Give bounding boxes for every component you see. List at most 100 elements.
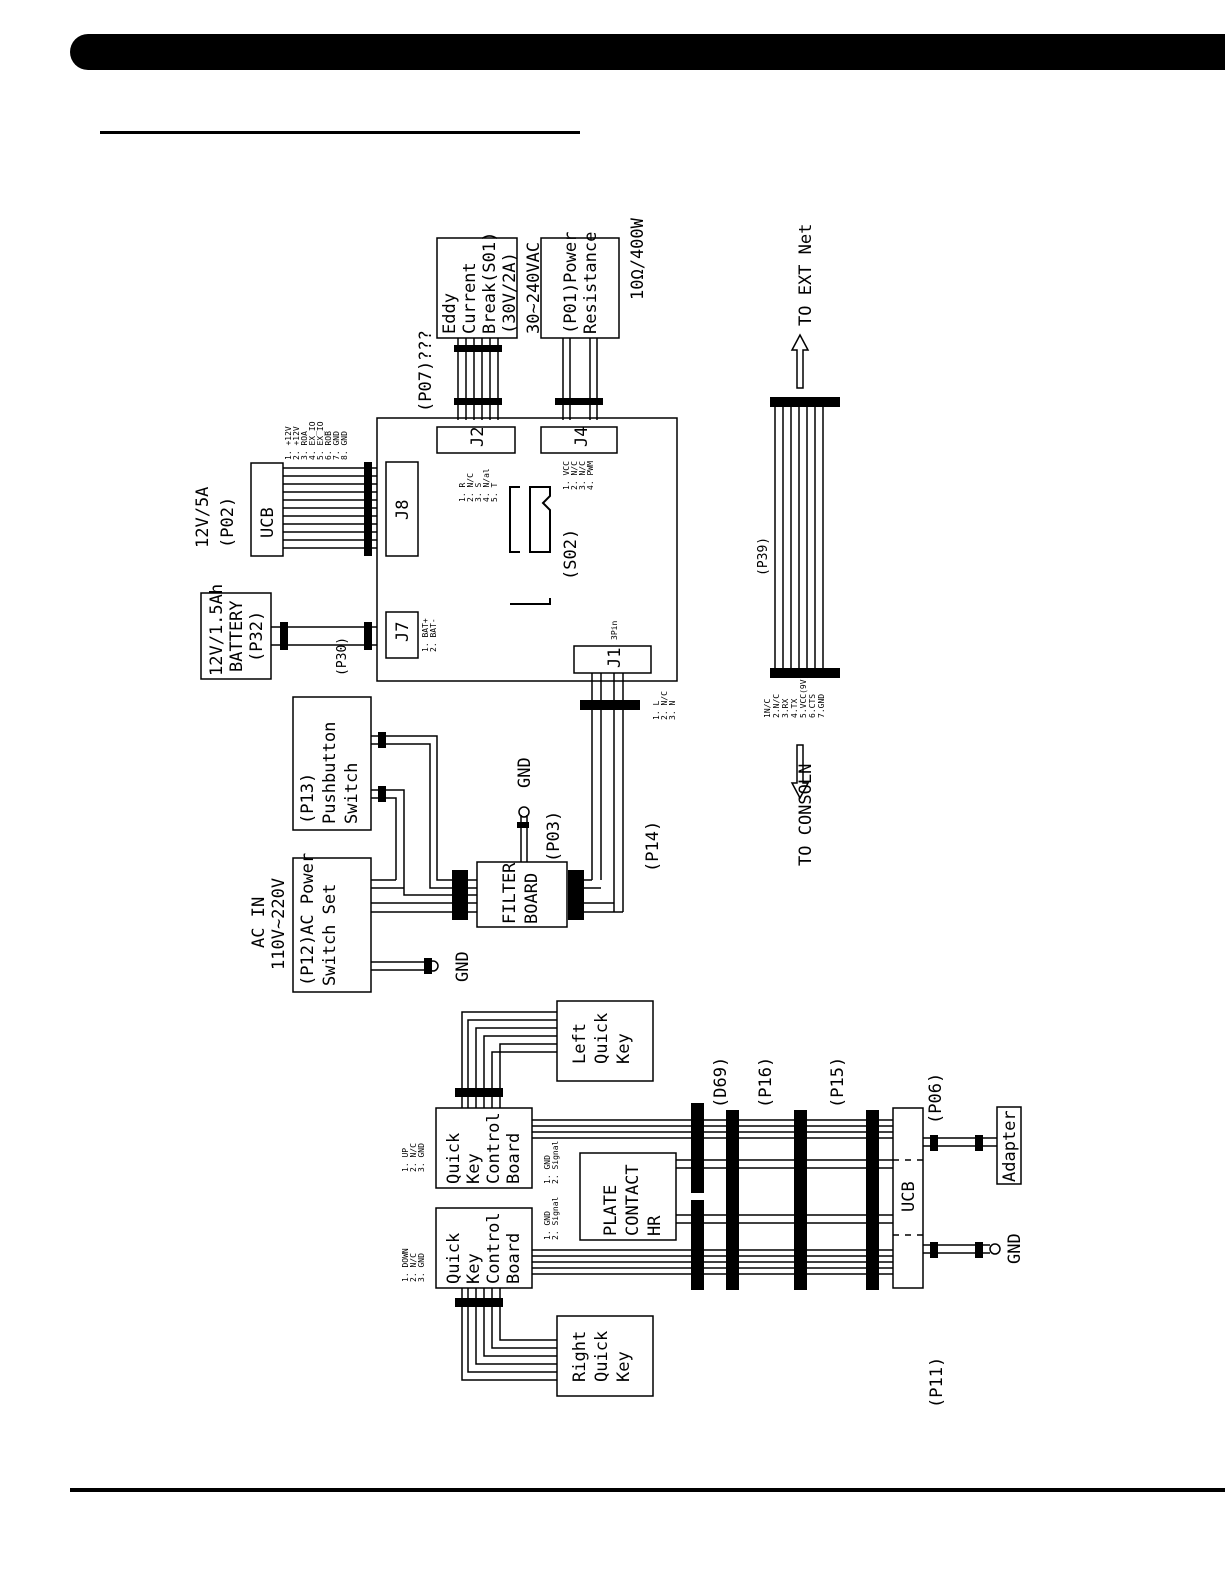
svg-text:Eddy: Eddy bbox=[440, 293, 460, 334]
svg-text:5. EX_IO: 5. EX_IO bbox=[316, 421, 325, 460]
ucb-bottom-box bbox=[892, 1107, 924, 1289]
svg-text:BATTERY: BATTERY bbox=[227, 600, 247, 672]
svg-text:8. GND: 8. GND bbox=[340, 431, 349, 460]
svg-text:Key: Key bbox=[464, 1153, 484, 1184]
svg-text:2. BAT-: 2. BAT- bbox=[429, 618, 438, 652]
right-qk-wires bbox=[461, 1288, 557, 1381]
p03-label: (P03) bbox=[544, 811, 564, 862]
power-resistance-box bbox=[540, 237, 620, 339]
gnd-symbol bbox=[518, 806, 530, 818]
svg-text:7.GND: 7.GND bbox=[817, 694, 826, 718]
p15-label: (P15) bbox=[828, 1057, 848, 1108]
ac-power-switch-box bbox=[292, 857, 372, 993]
gnd-label-filter: GND bbox=[515, 757, 535, 788]
svg-text:Key: Key bbox=[464, 1253, 484, 1284]
ucb-top-spec: 12V/5A bbox=[193, 487, 213, 548]
j2-label: J2 bbox=[468, 427, 488, 447]
plate-contact-box bbox=[579, 1152, 677, 1241]
svg-text:1. +12V: 1. +12V bbox=[284, 426, 293, 460]
filter-board-label: FILTER BOARD bbox=[500, 862, 542, 924]
svg-text:1N/C: 1N/C bbox=[763, 699, 772, 718]
svg-text:2. N/C: 2. N/C bbox=[660, 691, 669, 720]
svg-text:1. VCC: 1. VCC bbox=[562, 461, 571, 490]
ext-net-label: TO EXT Net bbox=[796, 224, 816, 326]
svg-text:Quick: Quick bbox=[444, 1133, 464, 1184]
svg-text:3. N/C: 3. N/C bbox=[578, 461, 587, 490]
plate-contact-label: PLATE CONTACT HR bbox=[601, 1164, 665, 1236]
qkcb-up-label: Quick Key Control Board bbox=[444, 1112, 524, 1184]
lcb-glyph bbox=[509, 486, 551, 605]
battery-label: 12V/1.5Ah BATTERY (P32) bbox=[207, 584, 267, 676]
svg-text:2. N/C: 2. N/C bbox=[409, 1143, 418, 1172]
eddy-label: Eddy Current Break(S01) (30V/2A) bbox=[440, 232, 520, 334]
svg-text:Quick: Quick bbox=[444, 1233, 464, 1284]
j4-connector bbox=[540, 426, 618, 454]
svg-text:(P32): (P32) bbox=[247, 611, 267, 662]
j1-note: 3Pin bbox=[610, 621, 619, 640]
svg-text:Current: Current bbox=[460, 262, 480, 334]
j1-pins: 1. L 2. N/C 3. N bbox=[652, 691, 677, 720]
svg-text:2. N/C: 2. N/C bbox=[570, 461, 579, 490]
left-qk-wires bbox=[461, 1011, 557, 1108]
svg-text:1. BAT+: 1. BAT+ bbox=[421, 618, 430, 652]
p30-label: (P30) bbox=[335, 637, 350, 676]
svg-text:2. N/C: 2. N/C bbox=[409, 1253, 418, 1282]
svg-text:1. UP: 1. UP bbox=[401, 1148, 410, 1172]
plate-pins-top: 1. GND 2. Signal bbox=[543, 1140, 560, 1184]
svg-text:Quick: Quick bbox=[592, 1013, 612, 1064]
p16-label: (P16) bbox=[756, 1057, 776, 1108]
svg-text:2. Signal: 2. Signal bbox=[551, 1140, 560, 1184]
gnd-label-bottom: GND bbox=[1005, 1233, 1025, 1264]
svg-text:CONTACT: CONTACT bbox=[623, 1164, 643, 1236]
svg-text:3.RX: 3.RX bbox=[781, 699, 790, 718]
svg-text:Break(S01): Break(S01) bbox=[480, 232, 500, 334]
j2-connector bbox=[436, 426, 516, 454]
svg-text:5. T: 5. T bbox=[490, 483, 499, 502]
j7-connector bbox=[385, 611, 419, 659]
resistance-label: (P01)Power Resistance bbox=[561, 232, 601, 334]
svg-text:Switch Set: Switch Set bbox=[320, 884, 340, 986]
svg-text:5.VCC(9V): 5.VCC(9V) bbox=[799, 675, 808, 718]
svg-text:1. L: 1. L bbox=[652, 701, 661, 720]
console-label: TO CONSOLN bbox=[796, 764, 816, 866]
p06-label: (P06) bbox=[926, 1073, 946, 1124]
qkcb-up-box bbox=[435, 1107, 533, 1189]
battery-box bbox=[200, 592, 272, 680]
svg-text:1. GND: 1. GND bbox=[543, 1211, 552, 1240]
svg-text:Board: Board bbox=[504, 1133, 524, 1184]
left-quick-key-label: Left Quick Key bbox=[570, 1013, 634, 1064]
svg-text:Quick: Quick bbox=[592, 1331, 612, 1382]
gnd-label-ac: GND bbox=[453, 951, 473, 982]
resistance-harness bbox=[562, 338, 598, 420]
svg-text:1. R: 1. R bbox=[458, 483, 467, 502]
eddy-current-box bbox=[436, 237, 518, 339]
svg-text:Left: Left bbox=[570, 1023, 590, 1064]
console-arrow bbox=[790, 744, 810, 800]
lcb-code: (S02) bbox=[561, 529, 581, 580]
ac-power-label: (P12)AC Power Switch Set bbox=[298, 853, 340, 986]
svg-text:3. GND: 3. GND bbox=[417, 1143, 426, 1172]
j8-connector bbox=[385, 461, 419, 557]
svg-text:4. N/al: 4. N/al bbox=[482, 468, 491, 502]
svg-text:6. ROB: 6. ROB bbox=[324, 431, 333, 460]
left-quick-key-box bbox=[556, 1000, 654, 1082]
svg-text:Resistance: Resistance bbox=[581, 232, 601, 334]
pushbutton-switch-box bbox=[292, 696, 372, 831]
ucb-top-harness bbox=[283, 467, 377, 549]
right-quick-key-label: Right Quick Key bbox=[570, 1331, 634, 1382]
ucb-top-name: UCB bbox=[258, 507, 278, 538]
svg-text:Key: Key bbox=[614, 1351, 634, 1382]
lcb-board bbox=[376, 417, 678, 682]
header-bar bbox=[70, 34, 1225, 70]
footer-rule bbox=[70, 1488, 1225, 1492]
svg-text:3. GND: 3. GND bbox=[417, 1253, 426, 1282]
adapter-label: Adapter bbox=[1000, 1110, 1020, 1182]
p11-label: (P11) bbox=[927, 1357, 947, 1408]
title-underline bbox=[100, 131, 580, 134]
svg-text:6.CTS: 6.CTS bbox=[808, 694, 817, 718]
svg-text:(P01)Power: (P01)Power bbox=[561, 232, 581, 334]
gnd-symbol-bottom bbox=[989, 1243, 1001, 1255]
svg-text:HR: HR bbox=[645, 1215, 665, 1236]
j2-pins: 1. R 2. N/C 3. S 4. N/al 5. T bbox=[458, 468, 499, 502]
